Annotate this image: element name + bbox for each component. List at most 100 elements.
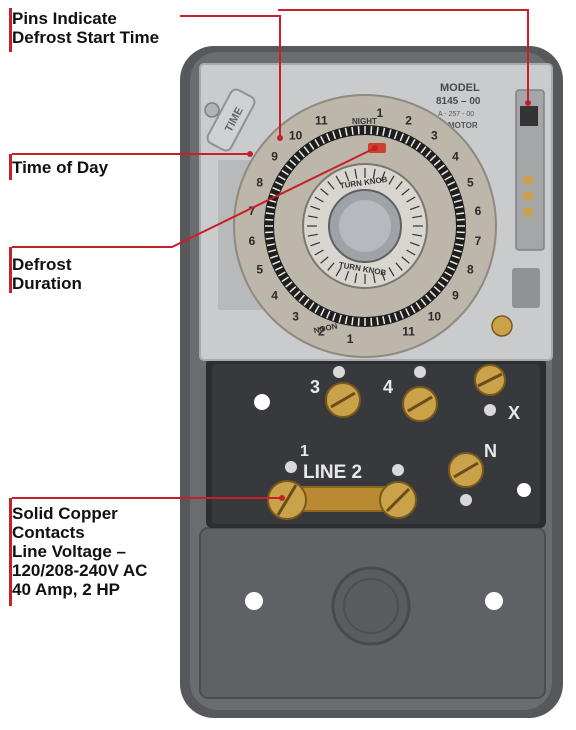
dial-tick: [410, 139, 416, 147]
duration-tick: [314, 249, 324, 256]
dial-tick: [456, 231, 465, 234]
dial-tick: [289, 286, 297, 293]
callout-pins: Pins Indicate Defrost Start Time: [12, 9, 159, 47]
callout-copper-line1: Solid Copper: [12, 504, 118, 523]
terminal-label-x: X: [508, 403, 520, 423]
dial-tick: [455, 243, 464, 247]
dial-hour-number: 1: [347, 332, 354, 346]
dial-tick: [425, 150, 432, 158]
dial-tick: [456, 218, 465, 221]
callout-pins-line1: Pins Indicate: [12, 9, 117, 28]
duration-tick: [354, 273, 358, 284]
callout-pins-line2: Defrost Start Time: [12, 28, 160, 47]
dial-hour-number: 10: [428, 309, 442, 323]
dial-tick: [399, 133, 404, 142]
dial-tick: [388, 314, 392, 323]
duration-tick: [320, 188, 329, 196]
dial-tick: [453, 249, 462, 253]
terminal-label-n: N: [484, 441, 497, 461]
callout-copper-line3: Line Voltage –: [12, 542, 126, 561]
dial-tick: [405, 135, 410, 144]
dial-tick: [429, 290, 437, 298]
dial-tick: [447, 266, 456, 271]
dial-tick: [425, 294, 432, 302]
dial-tick: [278, 175, 286, 181]
dial-tick: [376, 317, 379, 326]
callout-accent-copper: [9, 498, 12, 606]
duration-scale: [307, 168, 423, 284]
duration-tick: [401, 256, 410, 264]
duration-tick: [354, 168, 358, 179]
dial-tick: [456, 212, 465, 215]
callout-accent-pins: [9, 8, 12, 52]
dial-tick: [266, 243, 275, 247]
dial-tick: [444, 175, 452, 181]
duration-tick: [409, 241, 420, 247]
dial-hour-number: 1: [377, 106, 384, 120]
dial-tick: [453, 199, 462, 203]
dial-tick: [376, 126, 379, 135]
dial-tick: [420, 298, 427, 306]
dial-tick: [265, 212, 274, 215]
dial-hour-number: 4: [271, 288, 278, 302]
dial-tick: [270, 254, 279, 259]
dial-hour-number: 8: [256, 175, 263, 189]
dial-hour-number: 7: [249, 204, 256, 218]
duration-tick: [310, 241, 321, 247]
dial-tick: [351, 317, 354, 326]
dial-hour-number: 4: [452, 150, 459, 164]
dial-tick: [320, 135, 325, 144]
dial-tick: [456, 237, 465, 240]
dial-tick: [405, 308, 410, 317]
dial-tick: [326, 133, 331, 142]
terminal-label-line2: LINE 2: [303, 462, 362, 483]
model-title: MODEL: [440, 82, 480, 94]
callout-defrost-line1: Defrost: [12, 255, 72, 274]
duration-tick: [372, 273, 376, 284]
callout-defrost-duration: Defrost Duration: [12, 255, 82, 293]
dial-tick: [278, 271, 286, 277]
duration-tick: [335, 175, 342, 185]
dial-tick: [285, 281, 293, 288]
terminal-label-4: 4: [383, 377, 393, 397]
callout-accent-defrost: [9, 247, 12, 293]
dial-night-label: NIGHT: [352, 117, 377, 126]
dial-tick: [289, 159, 297, 166]
duration-tick: [307, 233, 318, 237]
dial-tick: [433, 159, 441, 166]
duration-tick: [395, 262, 403, 271]
dial-tick: [265, 237, 274, 240]
dial-tick: [399, 310, 404, 319]
duration-tick: [388, 267, 395, 277]
callout-leaders: [12, 9, 529, 499]
callout-defrost-line2: Duration: [12, 274, 82, 293]
dial-tick: [449, 260, 458, 265]
dial-tick: [357, 126, 360, 135]
mount-hole-left: [245, 592, 263, 610]
dial-tick: [272, 260, 281, 265]
dial-tick: [415, 302, 422, 310]
duration-tick: [406, 196, 416, 203]
terminal-label-3: 3: [310, 377, 320, 397]
dial-hour-number: 7: [475, 234, 482, 248]
dial-tick: [281, 169, 289, 176]
duration-tick: [412, 215, 423, 219]
dial-tick: [293, 290, 301, 298]
dial-tick: [370, 126, 373, 135]
callout-accent-time: [9, 154, 12, 180]
dial-tick: [298, 150, 305, 158]
dial-tick: [308, 142, 315, 150]
dial-tick: [447, 181, 456, 186]
dial-tick: [285, 164, 293, 171]
dial-tick: [444, 271, 452, 277]
duration-tick: [327, 262, 335, 271]
dial-hour-number: 11: [315, 114, 328, 128]
dial-tick: [268, 249, 277, 253]
time-lever: TIME: [204, 88, 256, 152]
dial-tick: [449, 187, 458, 192]
dial-tick: [326, 310, 331, 319]
duration-tick: [310, 205, 321, 211]
